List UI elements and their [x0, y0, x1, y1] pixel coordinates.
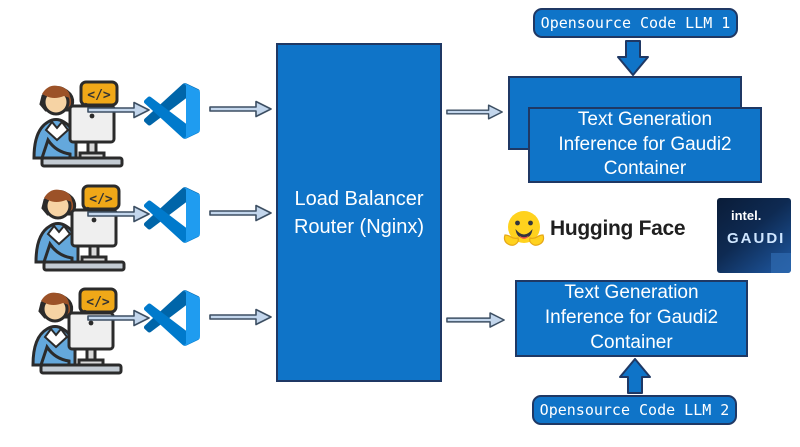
arrow-right-icon	[446, 312, 505, 328]
arrow-right-icon	[446, 104, 503, 120]
arrow-right-icon	[87, 101, 150, 119]
arrow-right-icon	[209, 100, 272, 118]
developer-icon	[32, 80, 124, 168]
arrow-right-icon	[87, 205, 150, 223]
tgi-container-box: Text Generation Inference for Gaudi2 Con…	[528, 107, 762, 183]
gaudi-logo-text: GAUDI	[727, 230, 786, 247]
gaudi-corner-accent	[771, 253, 791, 273]
load-balancer-label: Load Balancer Router (Nginx)	[293, 187, 425, 238]
opensource-llm2-label: Opensource Code LLM 2	[539, 401, 730, 419]
opensource-llm1-box: Opensource Code LLM 1	[533, 8, 738, 38]
intel-logo-text: intel.	[731, 208, 762, 223]
load-balancer-box: Load Balancer Router (Nginx)	[276, 43, 442, 382]
arrow-up-icon	[619, 358, 651, 394]
developer-icon	[34, 184, 126, 272]
opensource-llm1-label: Opensource Code LLM 1	[540, 14, 731, 32]
arrow-right-icon	[209, 204, 272, 222]
vscode-icon	[144, 290, 200, 346]
intel-gaudi-logo: intel. GAUDI	[717, 198, 791, 273]
arrow-right-icon	[87, 309, 150, 327]
tgi-container-box-2: Text Generation Inference for Gaudi2 Con…	[515, 280, 748, 357]
vscode-icon	[144, 187, 200, 243]
tgi-container-2-label: Text Generation Inference for Gaudi2 Con…	[544, 282, 719, 353]
hugging-face-icon	[503, 210, 545, 246]
tgi-container-label: Text Generation Inference for Gaudi2 Con…	[558, 108, 732, 180]
vscode-icon	[144, 83, 200, 139]
arrow-down-icon	[617, 40, 649, 76]
hugging-face-label: Hugging Face	[550, 217, 686, 240]
opensource-llm2-box: Opensource Code LLM 2	[532, 395, 737, 425]
arrow-right-icon	[209, 308, 272, 326]
developer-icon	[31, 287, 123, 375]
